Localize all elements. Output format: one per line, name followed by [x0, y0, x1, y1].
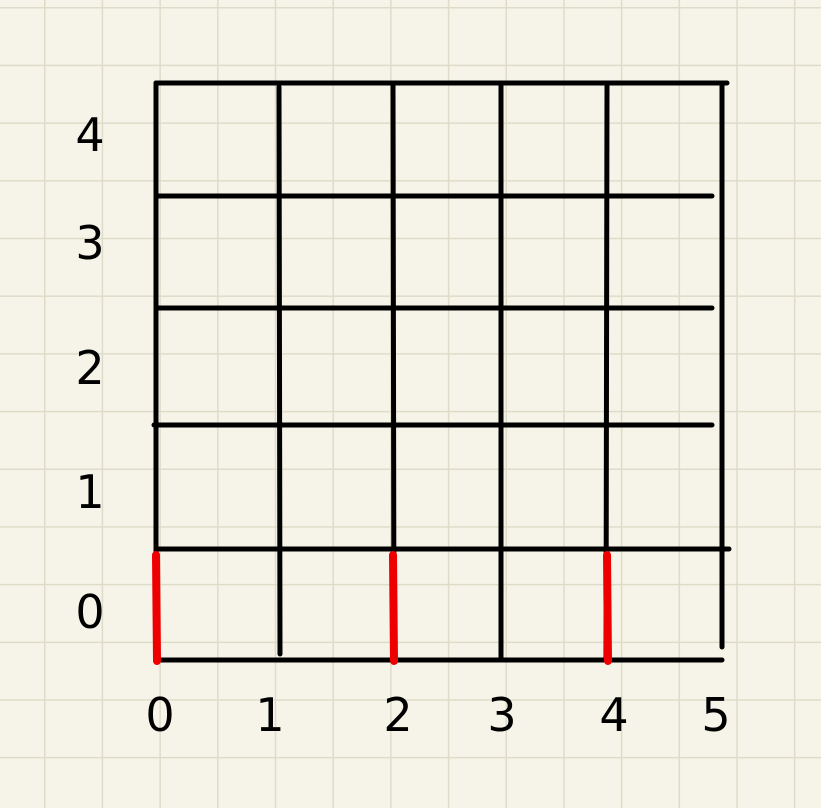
- x-tick-label: 1: [255, 688, 285, 742]
- grid-line-vertical: [276, 84, 283, 657]
- x-tick-label: 3: [487, 688, 517, 742]
- y-tick-label: 2: [75, 341, 105, 395]
- highlight-segment: [152, 551, 161, 665]
- y-tick-label: 1: [75, 465, 105, 519]
- x-tick-label: 4: [599, 688, 629, 742]
- y-tick-label: 4: [75, 108, 105, 162]
- y-tick-label: 0: [75, 585, 105, 639]
- x-tick-label: 0: [145, 688, 175, 742]
- highlight-segment: [603, 551, 612, 665]
- highlight-segment: [389, 551, 398, 665]
- x-tick-label: 2: [383, 688, 413, 742]
- x-tick-label: 5: [701, 688, 731, 742]
- y-tick-label: 3: [75, 216, 105, 270]
